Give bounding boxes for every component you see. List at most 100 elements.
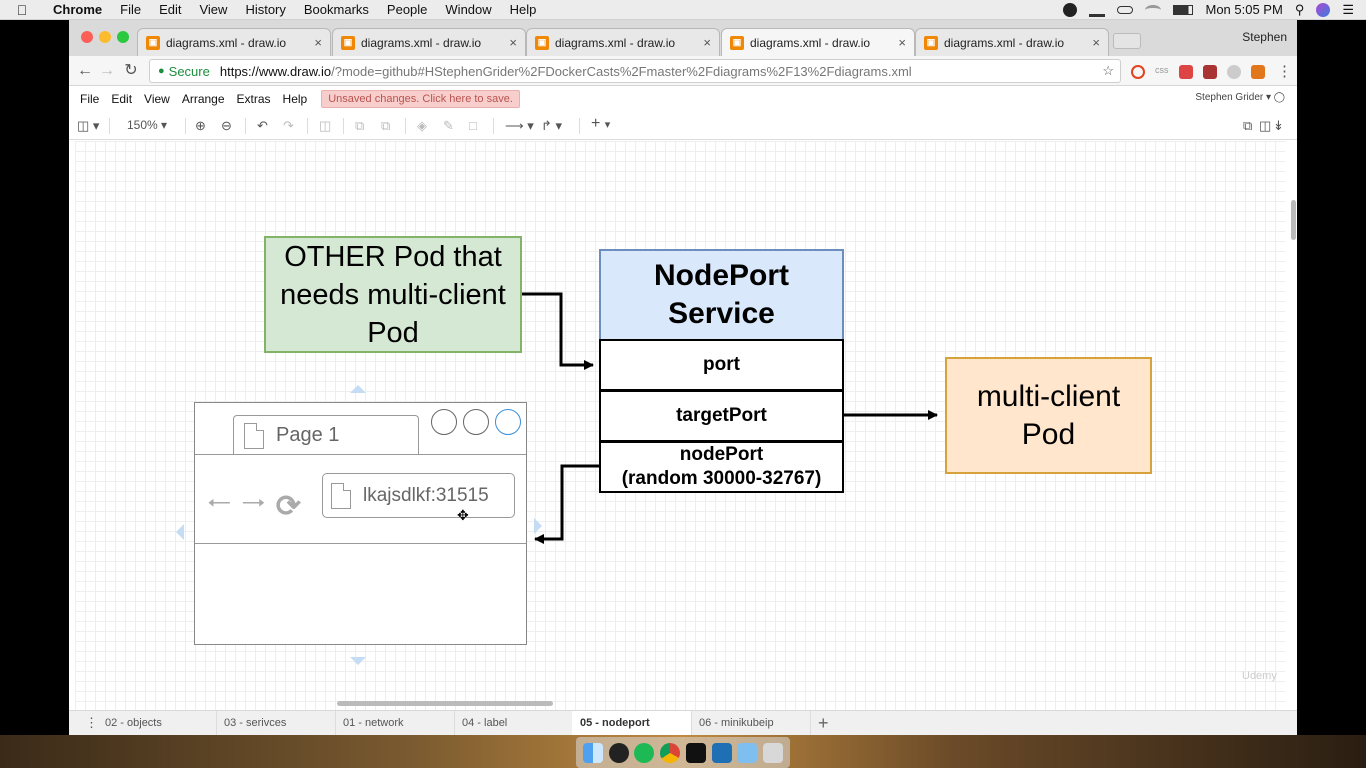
menu-window[interactable]: Window <box>445 2 492 17</box>
close-tab-icon[interactable]: × <box>703 35 711 50</box>
pages-menu-icon[interactable]: ⋮ <box>85 715 98 730</box>
shadow-icon[interactable]: □ <box>469 118 477 133</box>
language-globe-icon[interactable]: ◯ <box>1273 92 1285 103</box>
drawio-menu-help[interactable]: Help <box>282 92 308 106</box>
recorder-icon[interactable] <box>1063 2 1078 17</box>
page-tab-label-page[interactable]: 04 - label <box>454 711 574 735</box>
page-tab-nodeport[interactable]: 05 - nodeport <box>572 711 692 735</box>
chrome-menu-icon[interactable]: ⋮ <box>1277 63 1292 80</box>
browser-tab-4-active[interactable]: ▣ diagrams.xml - draw.io × <box>721 28 915 56</box>
drawio-menu-view[interactable]: View <box>144 92 170 106</box>
close-tab-icon[interactable]: × <box>898 35 906 50</box>
menu-chrome[interactable]: Chrome <box>53 2 103 17</box>
to-back-icon[interactable]: ⧉ <box>381 118 391 133</box>
other-pod-box[interactable]: OTHER Pod that needs multi-client Pod <box>264 236 522 353</box>
finder-icon[interactable] <box>582 742 603 763</box>
browser-shape-circle-1 <box>431 409 457 435</box>
close-tab-icon[interactable]: × <box>1092 35 1100 50</box>
extension-shield-icon[interactable] <box>1203 65 1217 79</box>
nodeport-service-header[interactable]: NodePort Service <box>599 249 844 341</box>
connection-icon[interactable]: ⟶ ▾ <box>505 118 534 133</box>
extension-grey-icon[interactable] <box>1227 65 1241 79</box>
insert-icon[interactable]: + ▾ <box>591 115 611 132</box>
spotlight-icon[interactable]: ⚲ <box>1294 1 1305 17</box>
extension-red-icon[interactable] <box>1179 65 1193 79</box>
bookmark-star-icon[interactable]: ☆ <box>1102 63 1114 78</box>
collapse-icon[interactable]: ↡ <box>1273 118 1284 133</box>
vscode-icon[interactable] <box>711 742 732 763</box>
format-panel-icon[interactable]: ◫ ▾ <box>77 118 100 133</box>
target-port-row[interactable]: targetPort <box>599 390 844 442</box>
forward-icon[interactable]: → <box>99 62 115 79</box>
clock[interactable]: Mon 5:05 PM <box>1205 2 1283 17</box>
close-tab-icon[interactable]: × <box>314 35 322 50</box>
drawio-menu-file[interactable]: File <box>80 92 100 106</box>
drawio-menu-arrange[interactable]: Arrange <box>181 92 225 106</box>
css-extension-icon[interactable]: css <box>1155 65 1169 75</box>
page-tab-objects[interactable]: 02 - objects <box>97 711 217 735</box>
page-tab-minikubeip[interactable]: 06 - minikubeip <box>691 711 811 735</box>
fill-color-icon[interactable]: ◈ <box>417 118 427 133</box>
siri-icon[interactable] <box>1316 2 1331 17</box>
browser-window-shape[interactable]: Page 1 🠀 🠂 ⟳ lkajsdlkf:31515 ✥ <box>194 402 527 645</box>
waypoints-icon[interactable]: ↱ ▾ <box>541 118 563 133</box>
unsaved-changes-button[interactable]: Unsaved changes. Click here to save. <box>321 90 520 108</box>
to-front-icon[interactable]: ⧉ <box>355 118 365 133</box>
zoom-out-icon[interactable]: ⊖ <box>221 118 232 133</box>
drawio-user-menu[interactable]: Stephen Grider ▾ ◯ <box>1195 92 1285 103</box>
notification-center-icon[interactable]: ☰ <box>1342 1 1354 17</box>
docker-icon[interactable] <box>1089 3 1106 17</box>
profile-name[interactable]: Stephen <box>1242 30 1287 44</box>
browser-tab-5[interactable]: ▣ diagrams.xml - draw.io × <box>915 28 1109 56</box>
vertical-scrollbar[interactable] <box>1291 200 1296 240</box>
reload-icon[interactable]: ↻ <box>124 62 138 79</box>
panel-icon[interactable]: ◫ <box>1259 118 1272 133</box>
menu-history[interactable]: History <box>245 2 286 17</box>
zoom-select[interactable]: 150% ▾ <box>127 118 168 132</box>
new-tab-button[interactable] <box>1113 33 1141 49</box>
horizontal-scrollbar[interactable] <box>337 701 553 706</box>
add-page-button[interactable]: + <box>818 713 829 733</box>
undo-icon[interactable]: ↶ <box>257 118 268 133</box>
menu-people[interactable]: People <box>386 2 428 17</box>
opera-extension-icon[interactable] <box>1131 65 1145 79</box>
spotify-icon[interactable] <box>634 742 655 763</box>
browser-tab-3[interactable]: ▣ diagrams.xml - draw.io × <box>526 28 720 56</box>
trash-icon[interactable] <box>763 742 784 763</box>
metamask-extension-icon[interactable] <box>1251 65 1265 79</box>
redo-icon[interactable]: ↷ <box>283 118 294 133</box>
menu-help[interactable]: Help <box>509 2 537 17</box>
obs-icon[interactable] <box>608 742 629 763</box>
zoom-window-button[interactable] <box>117 31 129 43</box>
drawio-menu-edit[interactable]: Edit <box>111 92 133 106</box>
menu-bookmarks[interactable]: Bookmarks <box>303 2 369 17</box>
browser-tab-1[interactable]: ▣ diagrams.xml - draw.io × <box>137 28 331 56</box>
chrome-icon[interactable] <box>660 742 681 763</box>
page-tab-services[interactable]: 03 - serivces <box>216 711 336 735</box>
terminal-icon[interactable] <box>685 742 706 763</box>
fullscreen-icon[interactable]: ⧉ <box>1243 118 1253 133</box>
minimize-window-button[interactable] <box>99 31 111 43</box>
node-port-row[interactable]: nodePort (random 30000-32767) <box>599 441 844 493</box>
wifi-icon[interactable] <box>1145 4 1162 15</box>
back-icon[interactable]: ← <box>77 62 93 79</box>
line-color-icon[interactable]: ✎ <box>443 118 454 133</box>
drawio-menu-extras[interactable]: Extras <box>236 92 271 106</box>
apple-icon[interactable]:  <box>0 2 44 18</box>
menu-view[interactable]: View <box>199 2 228 17</box>
address-bar[interactable]: ● Secure https://www.draw.io /?mode=gith… <box>149 59 1121 83</box>
zoom-in-icon[interactable]: ⊕ <box>195 118 206 133</box>
battery-icon[interactable] <box>1173 4 1194 15</box>
delete-icon[interactable]: ◫ <box>319 118 332 133</box>
glasses-icon[interactable] <box>1117 5 1134 14</box>
port-row[interactable]: port <box>599 339 844 391</box>
close-window-button[interactable] <box>81 31 93 43</box>
menu-edit[interactable]: Edit <box>159 2 182 17</box>
multi-client-pod-box[interactable]: multi-client Pod <box>945 357 1152 474</box>
page-tab-network[interactable]: 01 - network <box>335 711 455 735</box>
menu-file[interactable]: File <box>120 2 142 17</box>
diagram-canvas[interactable]: OTHER Pod that needs multi-client Pod No… <box>75 141 1285 713</box>
folder-icon[interactable] <box>737 742 758 763</box>
browser-tab-2[interactable]: ▣ diagrams.xml - draw.io × <box>332 28 526 56</box>
close-tab-icon[interactable]: × <box>509 35 517 50</box>
